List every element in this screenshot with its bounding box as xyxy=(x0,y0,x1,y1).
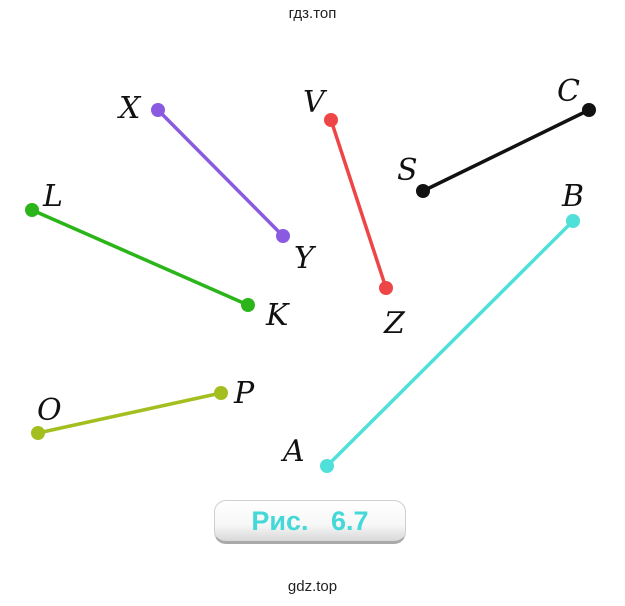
segment-ab xyxy=(320,214,580,473)
label-c: C xyxy=(557,74,580,109)
watermark-top: гдз.топ xyxy=(288,5,337,22)
point-y-dot xyxy=(276,229,290,243)
segment-sc xyxy=(416,103,596,198)
figure-caption-box: Рис. 6.7 xyxy=(214,500,406,544)
label-y: Y xyxy=(294,241,317,276)
point-p-dot xyxy=(214,386,228,400)
label-o: O xyxy=(37,393,62,428)
label-a: A xyxy=(280,434,305,469)
label-s: S xyxy=(397,153,418,188)
point-a-dot xyxy=(320,459,334,473)
label-v: V xyxy=(303,85,328,120)
point-z-dot xyxy=(379,281,393,295)
point-k-dot xyxy=(241,298,255,312)
segment-vz xyxy=(324,113,393,295)
point-v-dot xyxy=(324,113,338,127)
watermark-bottom: gdz.top xyxy=(287,578,338,595)
label-b: B xyxy=(561,179,584,214)
point-l-dot xyxy=(25,203,39,217)
segment-xy xyxy=(151,103,290,243)
segment-lk xyxy=(25,203,255,312)
figure-caption: Рис. 6.7 xyxy=(251,505,369,536)
point-s-dot xyxy=(416,184,430,198)
segment-op xyxy=(31,386,228,440)
label-l: L xyxy=(42,179,63,214)
label-z: Z xyxy=(383,306,406,341)
label-x: X xyxy=(117,91,142,126)
label-p: P xyxy=(233,376,255,411)
point-c-dot xyxy=(582,103,596,117)
point-o-dot xyxy=(31,426,45,440)
label-k: K xyxy=(265,298,290,333)
point-x-dot xyxy=(151,103,165,117)
point-b-dot xyxy=(566,214,580,228)
